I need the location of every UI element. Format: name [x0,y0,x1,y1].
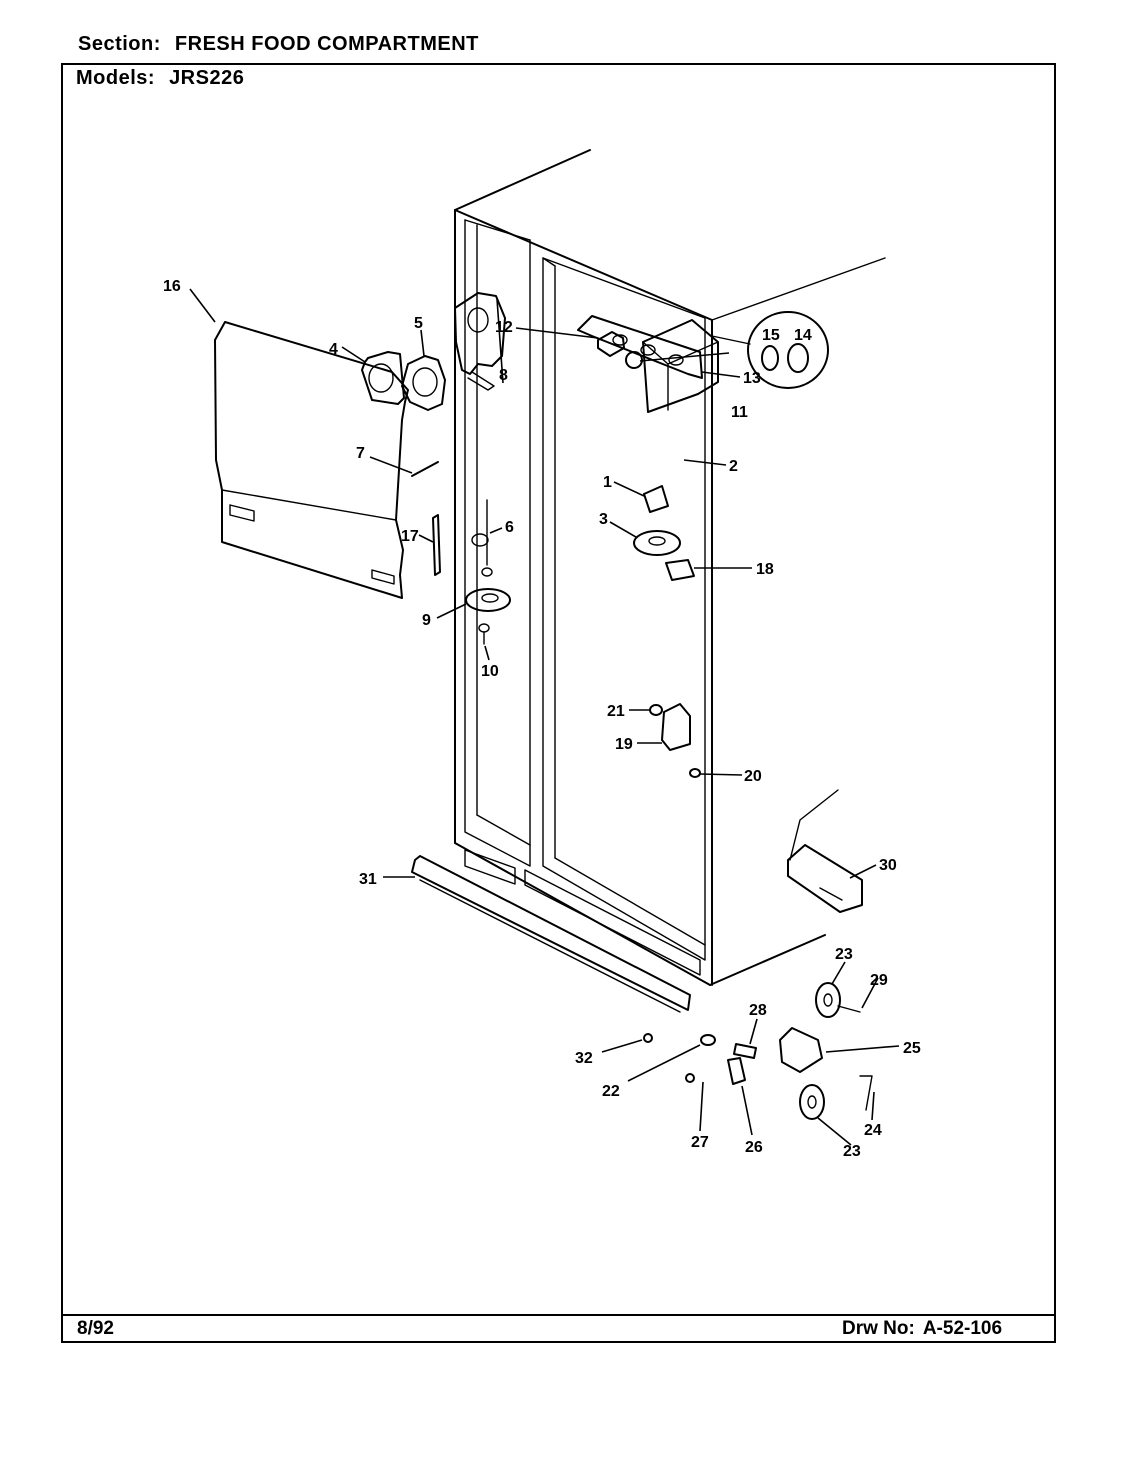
callout-8: 8 [499,367,508,384]
drawing-number-label: Drw No: [842,1318,915,1339]
part-9-control-knob [465,588,511,612]
callout-1: 1 [603,474,612,491]
callout-21: 21 [607,703,625,720]
part-24-bolt [859,1075,873,1111]
callout-14: 14 [794,327,812,344]
part-31-base-grille [411,855,691,1013]
part-28-clip [733,1043,757,1059]
callout-19: 19 [615,736,633,753]
part-3-dial [633,530,681,556]
callout-4: 4 [329,341,338,358]
callout-12: 12 [495,319,513,336]
callout-25: 25 [903,1040,921,1057]
callout-27: 27 [691,1134,709,1151]
callout-28: 28 [749,1002,767,1019]
section-label: Section: [78,33,161,55]
section-value: FRESH FOOD COMPARTMENT [174,33,479,55]
part-23-roller-lower [799,1084,825,1120]
part-5-light-shield [401,355,446,411]
drawing-date: 8/92 [77,1318,114,1339]
callout-3: 3 [599,511,608,528]
part-6-control-shaft [471,499,493,577]
part-1-switch [643,485,669,513]
callout-7: 7 [356,445,365,462]
callout-10: 10 [481,663,499,680]
part-10-screw [478,623,490,645]
footer-divider [61,1314,1056,1316]
part-19-hinge-bracket [661,703,691,751]
part-15-nut [761,345,779,371]
callout-11: 11 [731,404,748,421]
callout-17: 17 [401,528,419,545]
models-label: Models: [76,67,156,89]
callout-9: 9 [422,612,431,629]
callout-6: 6 [505,519,514,536]
detail-callout-circle [711,311,829,389]
part-18-connector [665,559,695,581]
part-23-roller-upper [815,982,841,1018]
leader-lines [189,288,900,1146]
part-17-bracket [432,514,441,576]
part-13-light-bracket [577,315,703,379]
drawing-frame [61,63,1056,1343]
callout-31: 31 [359,871,377,888]
drawing-number-value: A-52-106 [922,1318,1003,1339]
part-14-cap [787,343,809,373]
part-26-bracket [727,1057,746,1085]
models-value: JRS226 [169,67,245,89]
part-21-screw [649,704,663,716]
callout-15: 15 [762,327,780,344]
callout-26: 26 [745,1139,763,1156]
part-27-screw [685,1073,695,1083]
part-16-crisper-cover [214,321,409,599]
part-8-control-housing [454,292,506,391]
callout-24: 24 [864,1122,882,1139]
refrigerator-cabinet [454,149,886,986]
part-7-clip [411,461,439,477]
part-2-control-box [642,319,719,413]
callout-29: 29 [870,972,888,989]
part-25-roller-bracket [779,1027,823,1073]
part-30-leveler-bracket [787,789,863,913]
models-header: Models: JRS226 [76,67,244,90]
part-20-screw [689,768,701,778]
callout-2: 2 [729,458,738,475]
part-22-nut [700,1034,716,1046]
part-4-light-housing [361,351,405,405]
part-32-screw [643,1033,653,1043]
callout-16: 16 [163,278,181,295]
callout-18: 18 [756,561,774,578]
callout-22: 22 [602,1083,620,1100]
callout-23-upper: 23 [835,946,853,963]
callout-13: 13 [743,370,761,387]
callout-numbers: 4 5 8 7 6 9 10 16 17 12 11 13 2 1 3 18 2… [163,278,921,1160]
callout-32: 32 [575,1050,593,1067]
drawing-number: Drw No: A-52-106 [842,1318,1002,1340]
callout-30: 30 [879,857,897,874]
callout-20: 20 [744,768,762,785]
section-header: Section: FRESH FOOD COMPARTMENT [78,33,479,56]
callout-23-lower: 23 [843,1143,861,1160]
part-29-axle-pin [837,1005,861,1013]
callout-5: 5 [414,315,423,332]
